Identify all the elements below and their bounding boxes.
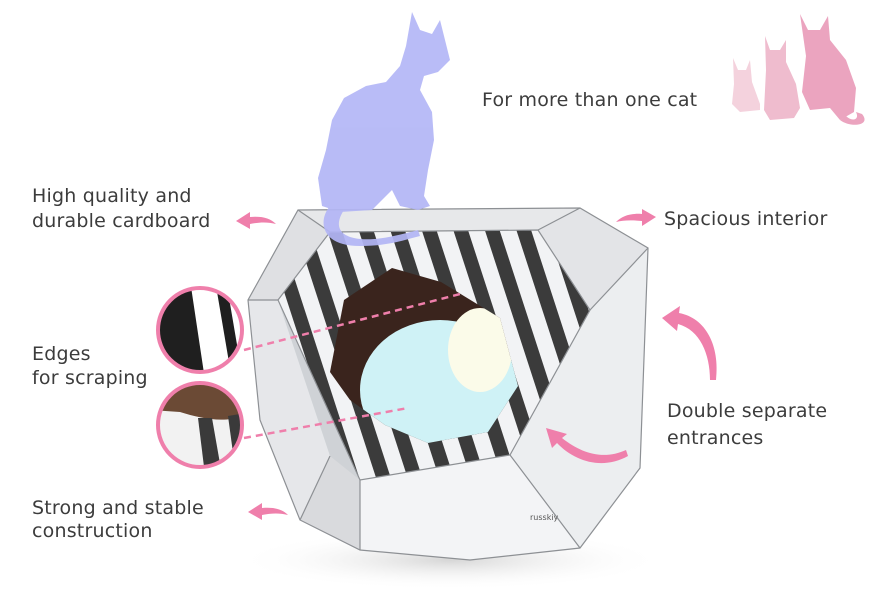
brand-mark: russkiy: [530, 513, 559, 522]
double-entrances-label-line1: Double separate: [667, 400, 828, 422]
cat-house-image: russkiy: [247, 207, 649, 561]
curved-arrow-icon-lower: [546, 428, 628, 464]
arrow-left-icon-strong: [248, 503, 288, 520]
curved-arrow-icon-upper: [662, 306, 717, 380]
scraping-edge-loupe-2: [156, 381, 244, 469]
quality-label-line2: durable cardboard: [32, 210, 211, 232]
double-entrances-label-line2: entrances: [667, 427, 764, 449]
quality-label-line1: High quality and: [32, 185, 192, 207]
edges-label-line1: Edges: [32, 343, 91, 365]
strong-label-line2: construction: [32, 520, 153, 542]
three-cats-silhouette: [732, 14, 865, 125]
edges-label-line2: for scraping: [32, 367, 148, 389]
multi-cat-label: For more than one cat: [482, 89, 698, 111]
scraping-edge-loupe-1: [156, 286, 244, 374]
edge-callout-line-2: [243, 406, 409, 440]
arrow-left-icon-quality: [236, 212, 276, 229]
arrow-right-icon-spacious: [616, 209, 656, 226]
edge-callout-line-1: [243, 292, 461, 352]
strong-label-line1: Strong and stable: [32, 497, 204, 519]
sitting-cat-silhouette: [318, 12, 450, 246]
spacious-label: Spacious interior: [664, 208, 828, 230]
